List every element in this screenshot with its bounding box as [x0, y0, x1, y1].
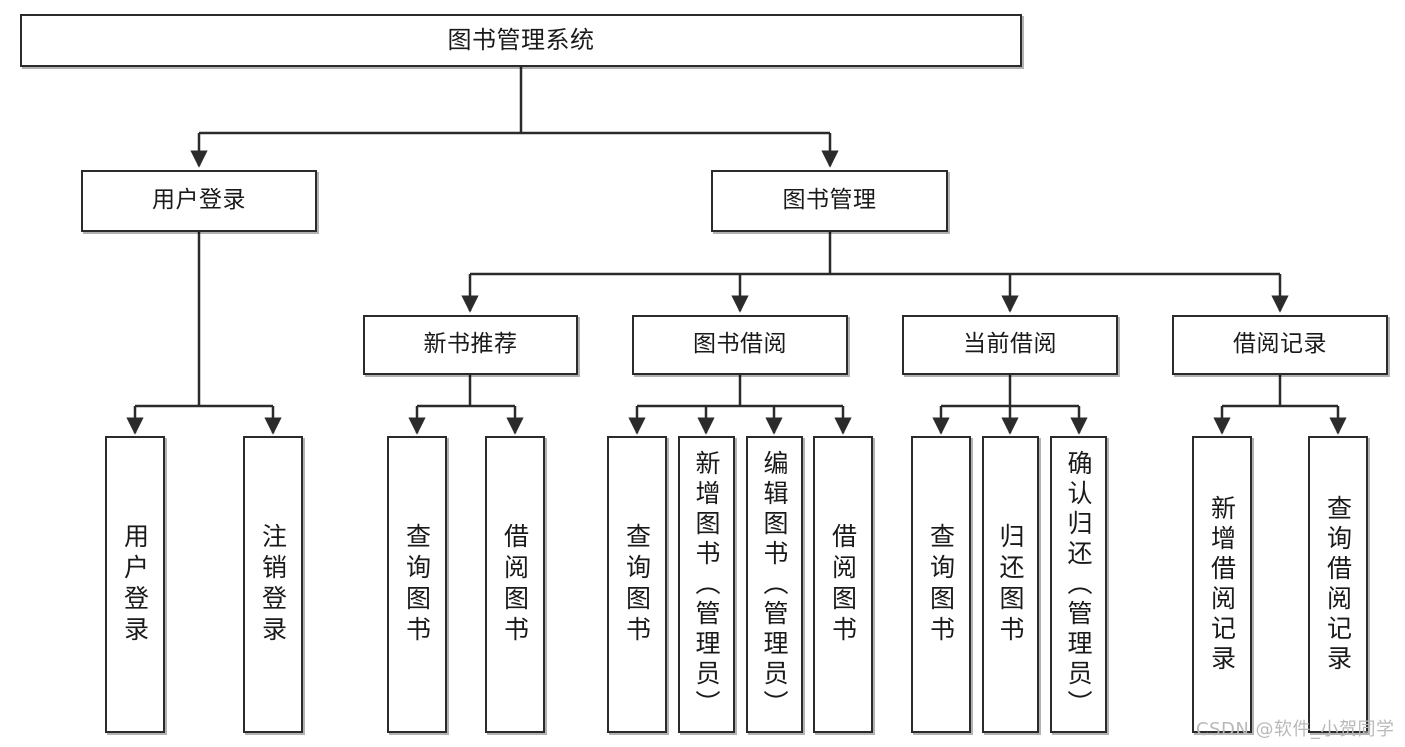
node-leaf-borrow-edit-book[interactable]: 编辑图书（管理员） [746, 436, 803, 733]
node-leaf-current-query-book[interactable]: 查询图书 [911, 436, 971, 733]
node-label: 图书借阅 [693, 331, 787, 358]
node-label: 编辑图书（管理员） [760, 449, 789, 720]
node-book-borrow[interactable]: 图书借阅 [632, 315, 848, 375]
node-user-login[interactable]: 用户登录 [81, 170, 317, 232]
node-leaf-current-confirm-return[interactable]: 确认归还（管理员） [1050, 436, 1107, 733]
node-label: 查询图书 [926, 522, 956, 647]
node-borrow-record[interactable]: 借阅记录 [1172, 315, 1388, 375]
node-root-system[interactable]: 图书管理系统 [20, 14, 1022, 67]
node-leaf-record-search[interactable]: 查询借阅记录 [1308, 436, 1368, 733]
node-label: 新增借阅记录 [1207, 494, 1237, 675]
node-label: 注销登录 [258, 522, 288, 647]
node-label: 借阅图书 [500, 522, 530, 647]
node-label: 借阅记录 [1233, 331, 1327, 358]
node-leaf-recommend-query-book[interactable]: 查询图书 [387, 436, 447, 733]
node-label: 借阅图书 [828, 522, 858, 647]
node-label: 查询图书 [402, 522, 432, 647]
node-leaf-borrow-borrow-book[interactable]: 借阅图书 [813, 436, 873, 733]
node-label: 图书管理 [782, 187, 877, 214]
node-current-borrow[interactable]: 当前借阅 [902, 315, 1118, 375]
node-label: 用户登录 [120, 522, 150, 647]
node-label: 当前借阅 [963, 331, 1057, 358]
node-label: 新增图书（管理员） [692, 449, 721, 720]
node-leaf-current-return-book[interactable]: 归还图书 [982, 436, 1039, 733]
node-label: 图书管理系统 [447, 26, 595, 55]
node-leaf-recommend-borrow-book[interactable]: 借阅图书 [485, 436, 545, 733]
node-label: 查询借阅记录 [1323, 494, 1353, 675]
node-label: 查询图书 [622, 522, 652, 647]
node-leaf-user-logout[interactable]: 注销登录 [243, 436, 303, 733]
node-label: 用户登录 [152, 187, 246, 214]
csdn-watermark: CSDN @软件_小贺同学 [1196, 719, 1395, 740]
node-label: 新书推荐 [423, 331, 518, 358]
node-new-book-recommend[interactable]: 新书推荐 [363, 315, 578, 375]
node-leaf-user-login[interactable]: 用户登录 [105, 436, 165, 733]
node-leaf-borrow-add-book[interactable]: 新增图书（管理员） [678, 436, 735, 733]
node-label: 归还图书 [996, 522, 1025, 647]
node-leaf-record-add[interactable]: 新增借阅记录 [1192, 436, 1252, 733]
node-book-manage[interactable]: 图书管理 [711, 170, 948, 232]
node-label: 确认归还（管理员） [1064, 449, 1093, 720]
node-leaf-borrow-query-book[interactable]: 查询图书 [607, 436, 667, 733]
